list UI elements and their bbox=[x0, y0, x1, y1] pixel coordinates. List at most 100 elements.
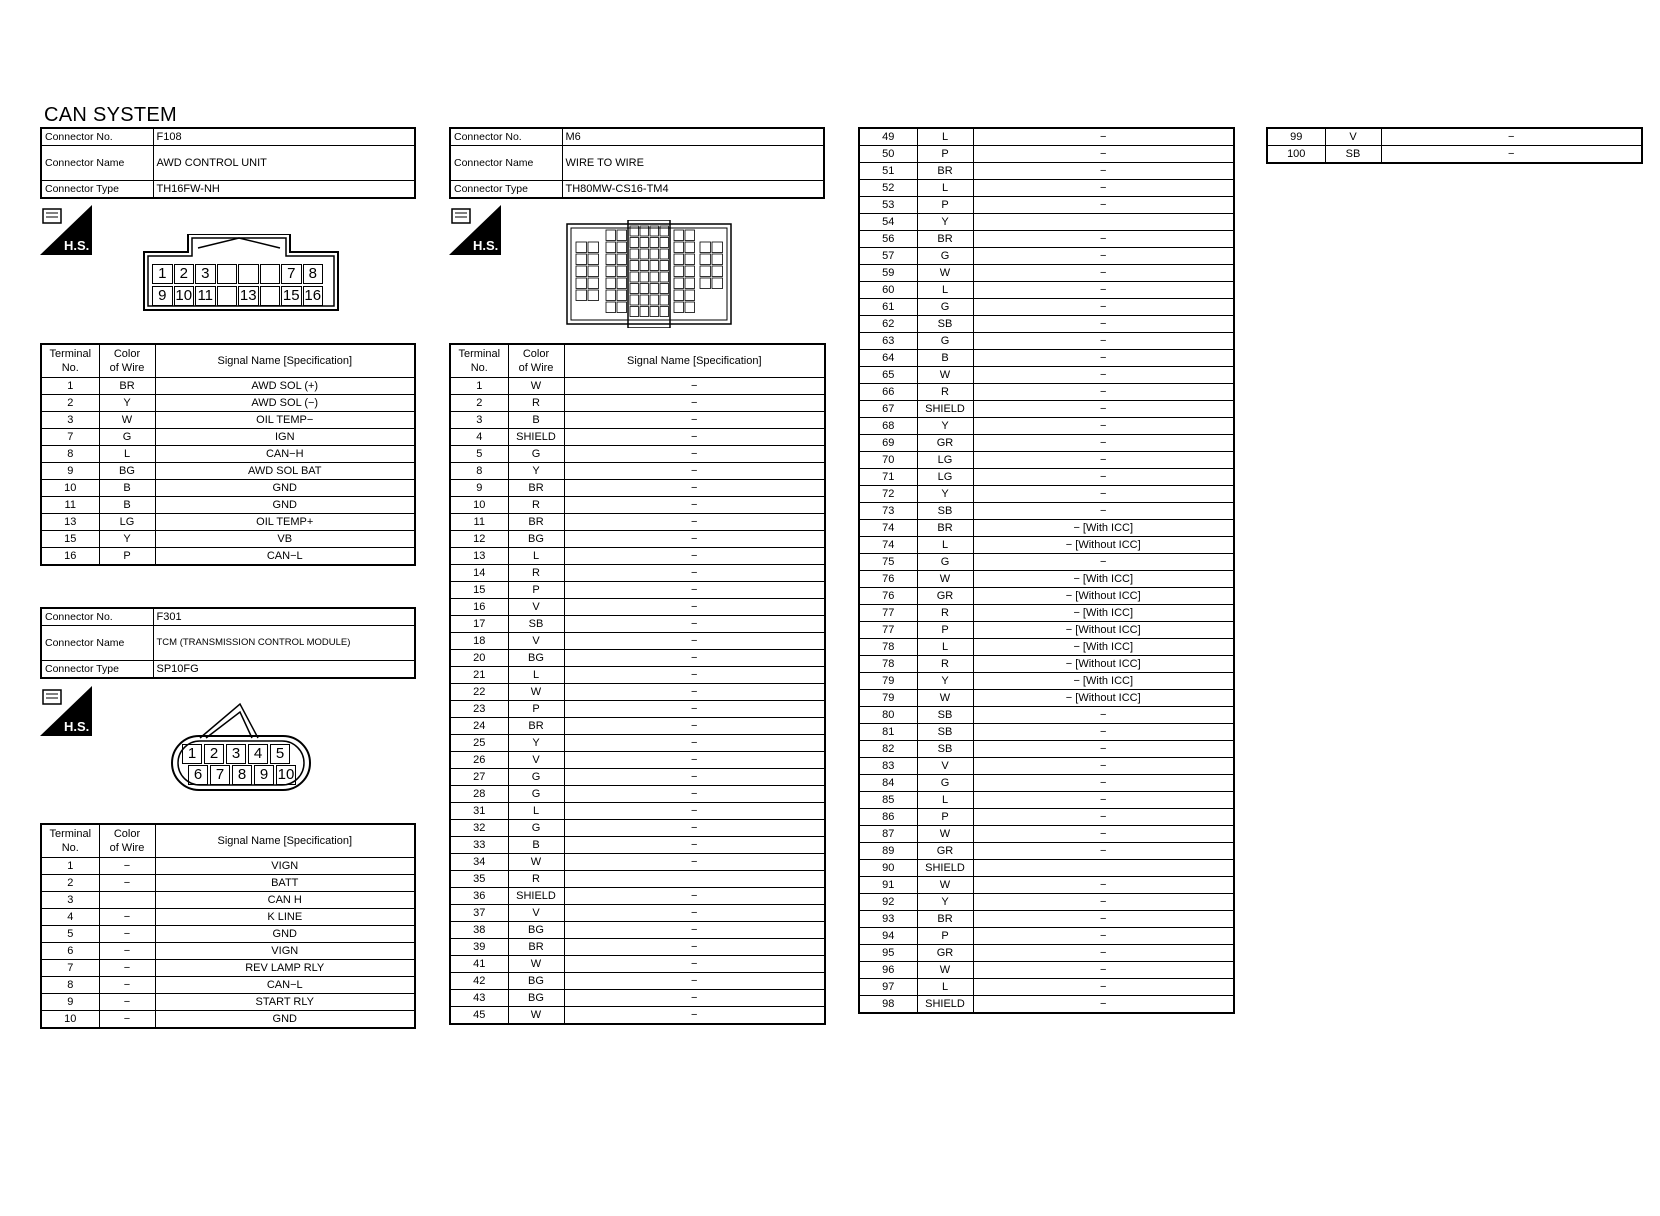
terminal-cavity bbox=[659, 260, 669, 271]
signal-cell: − bbox=[563, 649, 826, 667]
signal-cell: − bbox=[972, 400, 1235, 418]
terminal-cell: 41 bbox=[449, 955, 509, 973]
terminal-cell: 54 bbox=[858, 213, 918, 231]
signal-cell: − bbox=[563, 751, 826, 769]
signal-cell: − bbox=[563, 564, 826, 582]
color-cell: LG bbox=[98, 513, 156, 531]
color-cell: SHIELD bbox=[507, 428, 565, 446]
signal-cell: K LINE bbox=[154, 908, 416, 926]
color-cell: P bbox=[507, 700, 565, 718]
header-signal: Signal Name [Specification] bbox=[154, 823, 416, 858]
terminal-cavity bbox=[659, 237, 669, 248]
terminal-cavity bbox=[699, 277, 711, 289]
color-cell: Y bbox=[98, 530, 156, 548]
terminal-cell: 63 bbox=[858, 332, 918, 350]
pin-cell: 8 bbox=[232, 765, 252, 785]
pin-cell: 4 bbox=[248, 744, 268, 764]
terminal-cell: 76 bbox=[858, 570, 918, 588]
terminal-cell: 73 bbox=[858, 502, 918, 520]
signal-cell: CAN−H bbox=[154, 445, 416, 463]
signal-cell: − bbox=[563, 445, 826, 463]
terminal-cavity bbox=[684, 301, 695, 313]
color-cell: W bbox=[507, 377, 565, 395]
terminal-cell: 18 bbox=[449, 632, 509, 650]
pin-cell: 16 bbox=[302, 286, 323, 306]
color-cell: − bbox=[98, 1010, 156, 1029]
color-cell: R bbox=[507, 870, 565, 888]
signal-cell: − bbox=[563, 496, 826, 514]
terminal-cell: 39 bbox=[449, 938, 509, 956]
pin-cell: 10 bbox=[276, 765, 296, 785]
terminal-cavity bbox=[639, 237, 649, 248]
terminal-cell: 90 bbox=[858, 859, 918, 877]
signal-cell: − bbox=[563, 394, 826, 412]
terminal-cavity bbox=[659, 248, 669, 260]
terminal-cavity bbox=[616, 253, 627, 265]
color-cell: W bbox=[916, 570, 974, 588]
terminal-cavity bbox=[711, 253, 723, 265]
terminal-cell: 59 bbox=[858, 264, 918, 282]
color-cell: SHIELD bbox=[916, 400, 974, 418]
terminal-cavity bbox=[629, 260, 639, 271]
signal-cell: − bbox=[563, 785, 826, 803]
terminal-cell: 78 bbox=[858, 655, 918, 673]
color-cell: P bbox=[916, 145, 974, 163]
terminal-cell: 7 bbox=[40, 959, 100, 977]
terminal-cell: 79 bbox=[858, 689, 918, 707]
signal-cell: − bbox=[563, 972, 826, 990]
signal-cell: − bbox=[972, 417, 1235, 435]
signal-cell: − bbox=[972, 757, 1235, 775]
terminal-cavity bbox=[684, 241, 695, 253]
terminal-cavity bbox=[649, 237, 659, 248]
terminal-cell: 80 bbox=[858, 706, 918, 724]
signal-cell: − bbox=[563, 581, 826, 599]
terminal-cavity bbox=[616, 277, 627, 289]
color-cell: P bbox=[916, 196, 974, 214]
color-cell: SB bbox=[916, 502, 974, 520]
signal-cell: OIL TEMP− bbox=[154, 411, 416, 429]
signal-cell: − bbox=[563, 428, 826, 446]
hs-label: H.S. bbox=[473, 238, 498, 253]
hs-icon: H.S. bbox=[40, 205, 92, 255]
terminal-cell: 94 bbox=[858, 927, 918, 945]
terminal-cell: 15 bbox=[40, 530, 100, 548]
pin-cell: 3 bbox=[226, 744, 246, 764]
signal-cell: − [Without ICC] bbox=[972, 536, 1235, 554]
color-cell: G bbox=[98, 428, 156, 446]
signal-cell: − bbox=[972, 995, 1235, 1014]
terminal-cavity bbox=[629, 225, 639, 237]
terminal-cell: 89 bbox=[858, 842, 918, 860]
color-cell: G bbox=[916, 247, 974, 265]
terminal-cavity bbox=[649, 283, 659, 294]
color-cell: BG bbox=[507, 972, 565, 990]
terminal-cell: 13 bbox=[40, 513, 100, 531]
color-cell: B bbox=[507, 836, 565, 854]
color-cell: L bbox=[916, 179, 974, 197]
color-cell: Y bbox=[507, 734, 565, 752]
signal-cell: − [With ICC] bbox=[972, 519, 1235, 537]
signal-cell: AWD SOL BAT bbox=[154, 462, 416, 480]
terminal-cavity bbox=[587, 277, 599, 289]
terminal-cell: 61 bbox=[858, 298, 918, 316]
